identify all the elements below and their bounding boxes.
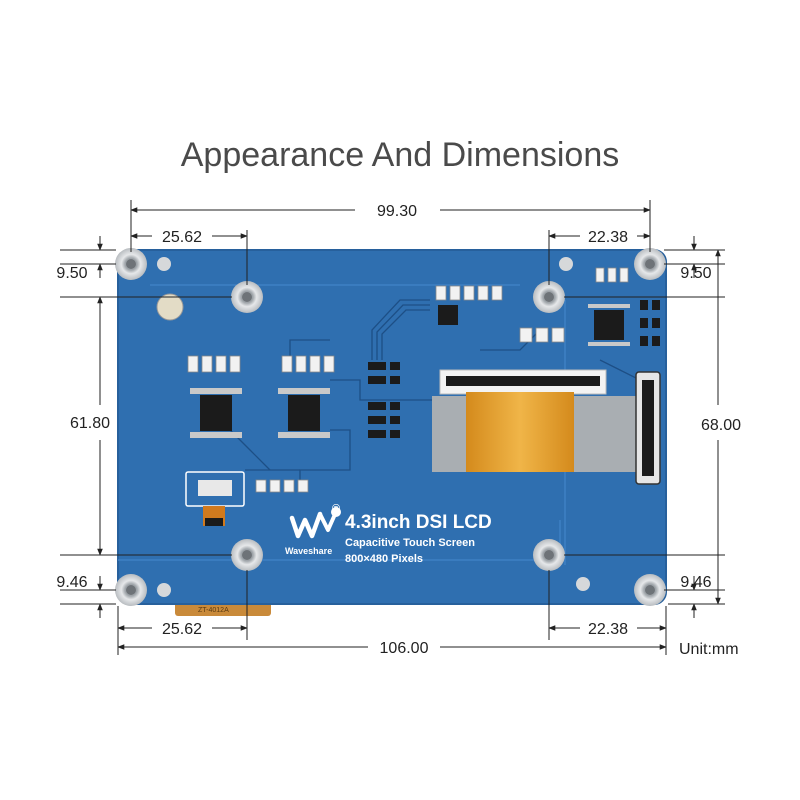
dim-hole-offset-left-bottom: 25.62 — [162, 621, 202, 638]
pcb-traces — [229, 299, 641, 485]
chip-left — [190, 388, 242, 438]
corner-hole-top-right — [634, 248, 666, 280]
dim-total-width: 106.00 — [380, 640, 429, 657]
corner-hole-bottom-left — [115, 574, 147, 606]
page-title: Appearance And Dimensions — [180, 136, 620, 174]
dim-hole-offset-right-top: 22.38 — [588, 229, 628, 246]
standoff-top-right — [533, 281, 565, 313]
brand-name: Waveshare — [285, 546, 332, 556]
dim-overall-height: 68.00 — [701, 417, 741, 434]
dim-bottom-edge-left: 9.46 — [56, 574, 87, 591]
dim-hole-offset-right-bottom: 22.38 — [588, 621, 628, 638]
resistor-arrays — [187, 267, 629, 493]
corner-hole-top-left — [115, 248, 147, 280]
standoff-bottom-right — [533, 539, 565, 571]
dim-bottom-edge-right: 9.46 — [680, 574, 711, 591]
product-name: 4.3inch DSI LCD — [345, 512, 492, 533]
waveshare-logo — [289, 507, 341, 539]
touch-connector — [185, 471, 245, 526]
chip-small-top — [438, 305, 458, 325]
unit-label: Unit:mm — [679, 641, 739, 658]
dimension-lines — [60, 200, 725, 655]
standoff-bottom-left — [231, 539, 263, 571]
dim-top-edge-right: 9.50 — [680, 265, 711, 282]
chip-top-right — [588, 304, 630, 346]
dim-hole-span-height: 61.80 — [70, 415, 110, 432]
corner-hole-bottom-right — [634, 574, 666, 606]
dsi-fpc-connector — [432, 369, 661, 485]
mounting-holes — [115, 248, 666, 606]
product-resolution: 800×480 Pixels — [345, 553, 423, 565]
dim-hole-offset-left-top: 25.62 — [162, 229, 202, 246]
standoff-top-left — [231, 281, 263, 313]
product-subtitle: Capacitive Touch Screen — [345, 537, 475, 549]
registered-mark: ® — [332, 503, 340, 515]
capacitor — [156, 293, 184, 321]
smd-column — [368, 300, 660, 438]
dim-overall-width: 99.30 — [377, 203, 417, 220]
dim-top-edge-left: 9.50 — [56, 265, 87, 282]
chip-middle — [278, 388, 330, 438]
connector-label: ZT-4012A — [198, 607, 229, 614]
